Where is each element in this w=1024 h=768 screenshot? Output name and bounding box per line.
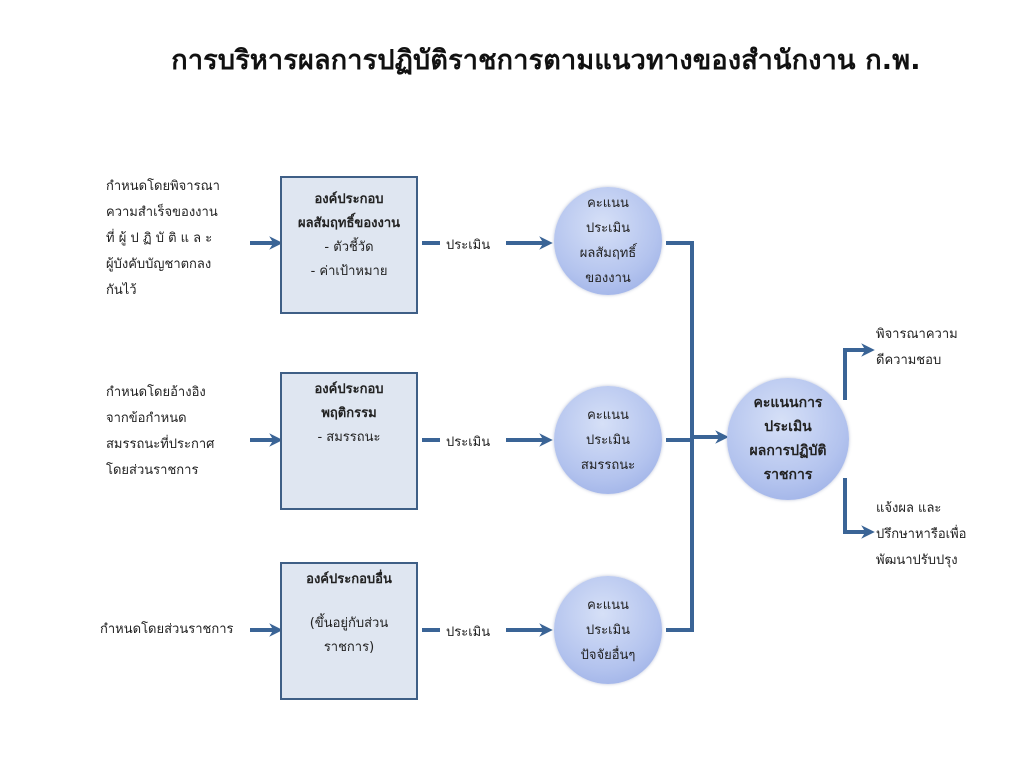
outcome-feedback: แจ้งผล และ ปรึกษาหารือเพื่อ พัฒนาปรับปรุ…: [876, 496, 1016, 574]
outcome-merit: พิจารณาความ ดีความชอบ: [876, 322, 1016, 374]
box-heading: องค์ประกอบอื่น: [306, 572, 392, 587]
label-line: กำหนดโดยอ้างอิง: [106, 385, 206, 400]
circle-line: ปัจจัยอื่นๆ: [580, 647, 636, 663]
circle-line: ของงาน: [585, 271, 631, 286]
box-item: - ตัวชี้วัด: [324, 240, 374, 255]
circle-line: คะแนน: [587, 407, 629, 423]
label-line: กำหนดโดยพิจารณา: [106, 179, 220, 194]
box-item: (ขึ้นอยู่กับส่วน: [309, 616, 389, 631]
bus-top: [666, 241, 694, 632]
label-line: กันไว้: [106, 283, 137, 298]
box-item: [282, 592, 416, 612]
input-label-competency: กำหนดโดยอ้างอิง จากข้อกำหนด สมรรถนะที่ปร…: [106, 380, 251, 484]
box-behavior-component: องค์ประกอบ พฤติกรรม - สมรรถนะ: [280, 372, 418, 510]
label-line: โดยส่วนราชการ: [106, 463, 199, 478]
label-line: ที่ ผู้ ป ฏิ บั ติ แ ล ะ: [106, 231, 213, 246]
outcome-line: พัฒนาปรับปรุง: [876, 553, 958, 568]
label-line: จากข้อกำหนด: [106, 411, 187, 426]
box-item: - ค่าเป้าหมาย: [310, 264, 388, 279]
outcome-line: ดีความชอบ: [876, 353, 942, 368]
eval-label: ประเมิน: [446, 625, 491, 640]
outcome-arrow-2: [843, 478, 875, 539]
circle-total-score: คะแนนการ ประเมิน ผลการปฏิบัติ ราชการ: [727, 378, 849, 500]
circle-line: คะแนนการ: [753, 395, 823, 411]
circle-line: คะแนน: [587, 597, 629, 613]
outcome-line: แจ้งผล และ: [876, 501, 942, 516]
outcome-line: พิจารณาความ: [876, 327, 958, 342]
label-line: ความสำเร็จของงาน: [106, 205, 218, 220]
eval-label: ประเมิน: [446, 238, 491, 253]
circle-line: ประเมิน: [585, 432, 631, 448]
circle-line: คะแนน: [587, 196, 629, 211]
box-item: ราชการ): [323, 640, 375, 655]
input-label-performance: กำหนดโดยพิจารณา ความสำเร็จของงาน ที่ ผู้…: [106, 174, 251, 304]
input-label-other: กำหนดโดยส่วนราชการ: [100, 617, 250, 643]
box-heading: องค์ประกอบ: [314, 382, 384, 397]
eval-label: ประเมิน: [446, 435, 491, 450]
label-line: สมรรถนะที่ประกาศ: [106, 437, 215, 452]
circle-line: ผลการปฏิบัติ: [749, 443, 827, 459]
circle-score-other: คะแนน ประเมิน ปัจจัยอื่นๆ: [554, 576, 662, 684]
circle-score-performance: คะแนน ประเมิน ผลสัมฤทธิ์ ของงาน: [554, 187, 662, 295]
circle-score-competency: คะแนน ประเมิน สมรรถนะ: [554, 386, 662, 494]
circle-line: สมรรถนะ: [580, 457, 636, 473]
outcome-arrow-1: [843, 343, 875, 400]
box-heading: องค์ประกอบ: [314, 192, 384, 207]
label-line: กำหนดโดยส่วนราชการ: [100, 622, 234, 637]
outcome-line: ปรึกษาหารือเพื่อ: [876, 527, 967, 542]
label-line: ผู้บังคับบัญชาตกลง: [106, 257, 212, 272]
circle-line: ประเมิน: [585, 221, 631, 236]
box-heading: ผลสัมฤทธิ์ของงาน: [297, 216, 401, 231]
page-title: การบริหารผลการปฏิบัติราชการตามแนวทางของส…: [171, 45, 921, 76]
box-heading: พฤติกรรม: [321, 406, 377, 421]
box-item: - สมรรถนะ: [317, 430, 381, 445]
circle-line: ประเมิน: [764, 419, 812, 435]
box-performance-component: องค์ประกอบ ผลสัมฤทธิ์ของงาน - ตัวชี้วัด …: [280, 176, 418, 314]
circle-line: ผลสัมฤทธิ์: [579, 246, 637, 261]
circle-line: ประเมิน: [585, 622, 631, 638]
circle-line: ราชการ: [763, 467, 813, 483]
box-other-component: องค์ประกอบอื่น (ขึ้นอยู่กับส่วน ราชการ): [280, 562, 418, 700]
